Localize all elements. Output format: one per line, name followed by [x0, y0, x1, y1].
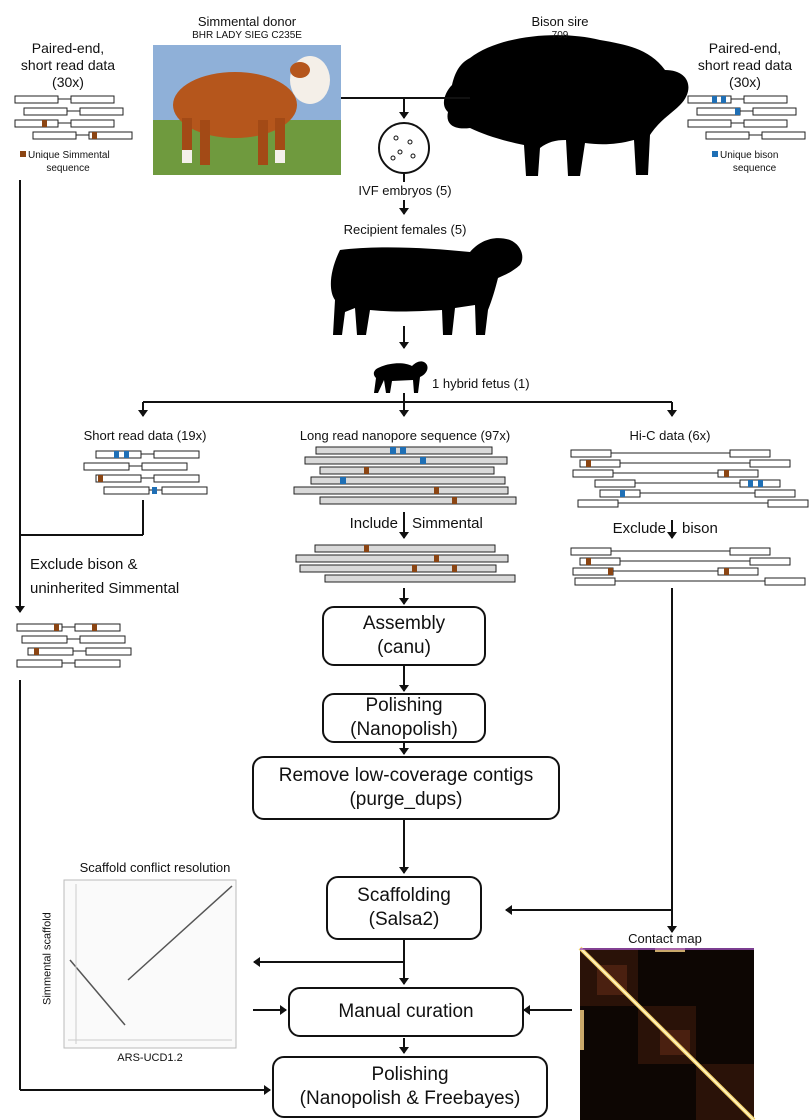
simmental-donor-name: BHR LADY SIEG C235E [192, 30, 302, 41]
include-label: Include [349, 515, 398, 532]
purge-step-title: Remove low-coverage contigs [278, 765, 534, 787]
polishing-step-title: Polishing [365, 695, 443, 717]
purge-step-tool: (purge_dups) [349, 789, 463, 810]
embryo-dish-icon [378, 122, 430, 174]
recipient-females-label: Recipient females (5) [343, 222, 467, 237]
scaffold-conflict-plot [63, 879, 237, 1049]
simmental-label: Simmental [412, 515, 483, 532]
scaffolding-step-tool: (Salsa2) [368, 909, 440, 930]
polishing-step-tool: (Nanopolish) [350, 719, 458, 740]
bison-label: bison [682, 520, 718, 537]
manual-curation-title: Manual curation [338, 1001, 474, 1023]
bison-sire-id: 709 [551, 30, 569, 41]
right-reads-title-3: (30x) [729, 74, 761, 90]
purge-dups-step: Remove low-coverage contigs (purge_dups) [252, 756, 560, 820]
left-filtered-reads [16, 623, 132, 668]
scaffold-plot-ylabel: Simmental scaffold [41, 912, 54, 1005]
short-read-label: Short read data (19x) [83, 428, 207, 443]
scaffold-plot-title: Scaffold conflict resolution [79, 860, 231, 875]
right-reads-title-1: Paired-end, [708, 40, 782, 56]
bison-sire-label: Bison sire [531, 14, 589, 29]
calf-silhouette [373, 361, 428, 393]
right-reads-title-2: short read data [697, 57, 793, 73]
final-polishing-title: Polishing [371, 1064, 449, 1086]
bison-silhouette [443, 35, 689, 177]
exclude-left-line-1: Exclude bison & [30, 556, 138, 573]
exclude-label: Exclude [612, 520, 666, 537]
assembly-step-tool: (canu) [377, 637, 431, 658]
left-paired-reads [14, 95, 133, 157]
simmental-cow-photo [153, 45, 341, 175]
final-polishing-step: Polishing (Nanopolish & Freebayes) [272, 1056, 548, 1118]
short-read-data-reads [83, 450, 208, 495]
polishing-nanopolish-step: Polishing (Nanopolish) [322, 693, 486, 743]
manual-curation-step: Manual curation [288, 987, 524, 1037]
hic-reads [570, 449, 809, 508]
left-reads-title-3: (30x) [52, 74, 84, 90]
exclude-left-line-2: uninherited Simmental [30, 580, 180, 597]
long-read-label: Long read nanopore sequence (97x) [299, 428, 511, 443]
scaffold-plot-xlabel: ARS-UCD1.2 [117, 1052, 183, 1064]
right-paired-reads [687, 95, 806, 157]
right-legend-line-1: Unique bison [720, 150, 779, 161]
left-legend-line-2: sequence [46, 163, 90, 174]
hybrid-fetus-label: 1 hybrid fetus (1) [432, 376, 530, 391]
arrowheads [138, 112, 677, 417]
hic-filtered-reads [570, 547, 806, 586]
ivf-embryos-label: IVF embryos (5) [358, 183, 452, 198]
assembly-step: Assembly (canu) [322, 606, 486, 666]
flow-arrowheads [15, 532, 677, 1095]
simmental-donor-label: Simmental donor [197, 14, 297, 29]
scaffolding-step: Scaffolding (Salsa2) [326, 876, 482, 940]
recipient-cow-silhouette [330, 238, 523, 335]
left-reads-title-1: Paired-end, [31, 40, 105, 56]
left-reads-title-2: short read data [20, 57, 116, 73]
long-read-nanopore-reads [293, 446, 517, 505]
assembly-step-title: Assembly [362, 613, 446, 635]
left-legend-line-1: Unique Simmental [28, 150, 110, 161]
scaffolding-step-title: Scaffolding [357, 885, 451, 907]
flow-connectors [19, 180, 673, 1091]
long-read-filtered [295, 544, 516, 583]
right-legend-line-2: sequence [732, 163, 777, 174]
contact-map [578, 946, 756, 1120]
hic-label: Hi-C data (6x) [629, 428, 711, 443]
contact-map-title: Contact map [628, 931, 702, 946]
final-polishing-tools: (Nanopolish & Freebayes) [299, 1088, 521, 1109]
